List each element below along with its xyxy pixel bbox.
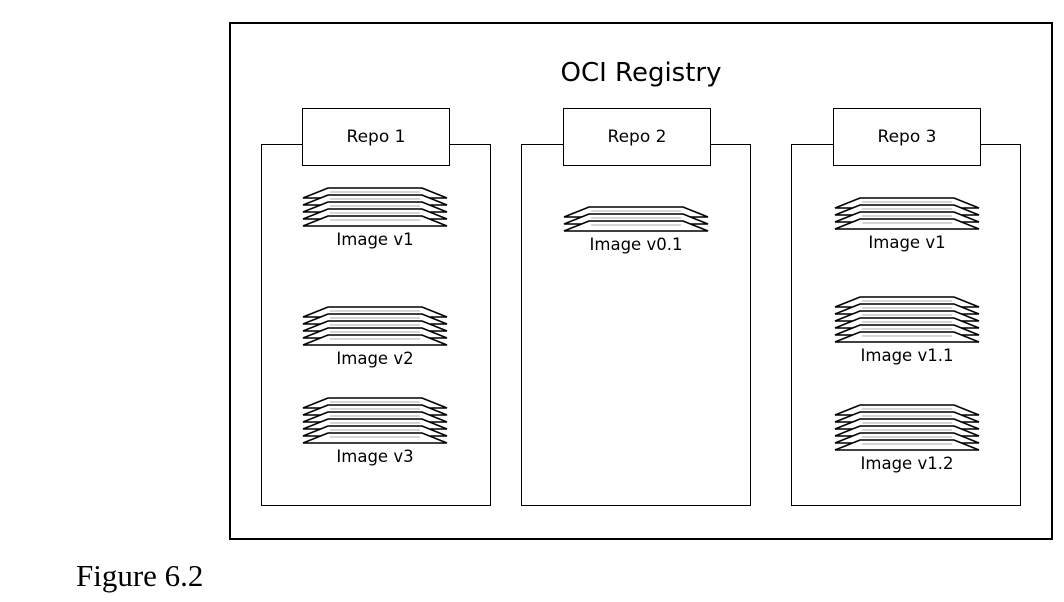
image-stack-icon: [302, 306, 448, 346]
repo-3-image-2: Image v1.1: [832, 295, 982, 366]
repo-2-box: [521, 144, 751, 506]
repo-3-image-3: Image v1.2: [832, 403, 982, 474]
image-stack-icon: [834, 404, 980, 451]
image-label: Image v1.1: [860, 346, 954, 365]
repo-2-image-1: Image v0.1: [561, 205, 711, 255]
repo-3-label: Repo 3: [833, 108, 981, 166]
repo-1-label: Repo 1: [302, 108, 450, 166]
image-layer: [834, 218, 980, 230]
image-label: Image v1.2: [860, 454, 954, 473]
image-stack-icon: [302, 187, 448, 227]
image-label: Image v1: [336, 230, 414, 249]
image-layer: [834, 439, 980, 451]
repo-1-image-3: Image v3: [300, 396, 450, 467]
image-label: Image v1: [868, 233, 946, 252]
repo-1-image-2: Image v2: [300, 305, 450, 369]
image-layer: [834, 331, 980, 343]
image-stack-icon: [834, 197, 980, 230]
image-stack-icon: [302, 397, 448, 444]
image-layer: [563, 220, 709, 232]
image-label: Image v3: [336, 447, 414, 466]
image-stack-icon: [834, 296, 980, 343]
image-stack-icon: [563, 206, 709, 232]
oci-registry-box: OCI Registry: [229, 22, 1053, 540]
repo-1-image-1: Image v1: [300, 186, 450, 250]
repo-3-image-1: Image v1: [832, 196, 982, 253]
registry-title: OCI Registry: [560, 58, 722, 88]
image-label: Image v0.1: [589, 235, 683, 254]
image-layer: [302, 215, 448, 227]
image-layer: [302, 432, 448, 444]
image-layer: [302, 334, 448, 346]
repo-2-label: Repo 2: [563, 108, 711, 166]
figure-caption: Figure 6.2: [76, 558, 204, 593]
image-label: Image v2: [336, 349, 414, 368]
